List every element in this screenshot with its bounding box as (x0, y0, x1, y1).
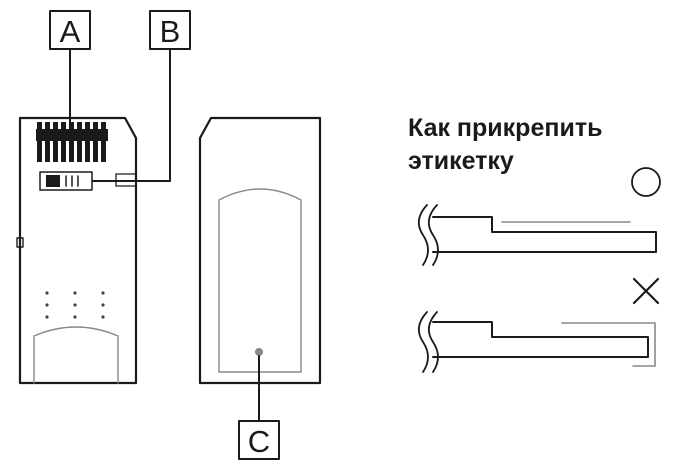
write-protect-switch (39, 171, 137, 191)
memory-stick-back-outline (18, 116, 138, 385)
correct-stick-section (432, 216, 657, 253)
correct-break-lines (417, 204, 439, 266)
back-dots (45, 291, 105, 319)
wrong-stick-section (432, 321, 649, 358)
label-area (218, 188, 302, 373)
memory-stick-back (16, 116, 138, 385)
wrong-label-line (561, 322, 656, 367)
callout-c: C (238, 355, 280, 460)
callout-a-label: A (60, 14, 81, 49)
memory-stick-front-outline (198, 116, 322, 385)
callout-c-box (238, 420, 280, 460)
memory-stick-front (198, 116, 322, 385)
callout-b-leader (89, 48, 171, 182)
connector-pins (36, 122, 108, 162)
label-wrong-example (417, 277, 660, 373)
correct-circle-icon (631, 167, 661, 197)
label-area-dot (255, 348, 263, 356)
label-instructions-heading: Как прикрепить этикетку (408, 112, 602, 178)
heading-line-2: этикетку (408, 147, 514, 175)
callout-b-label: B (160, 14, 181, 49)
wrong-cross-icon (632, 277, 660, 305)
callout-c-label: C (248, 424, 270, 459)
callout-b: B (89, 10, 191, 182)
heading-line-1: Как прикрепить (408, 114, 603, 142)
wrong-break-lines (417, 311, 439, 373)
label-correct-example (417, 167, 661, 266)
back-inner-recess (33, 326, 119, 384)
side-notch (16, 237, 24, 248)
